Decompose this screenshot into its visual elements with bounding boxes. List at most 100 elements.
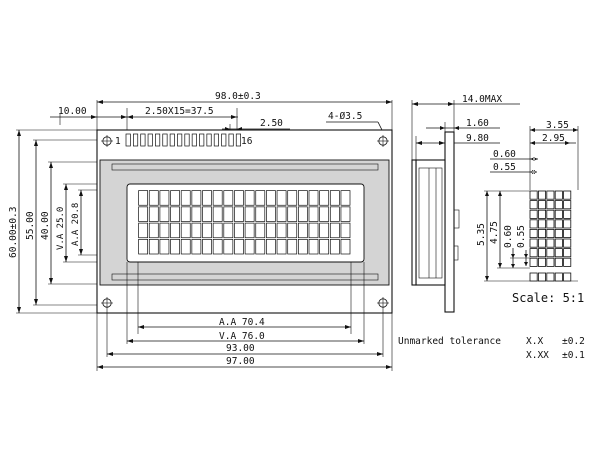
matrix-dot <box>538 190 547 200</box>
connector-pin <box>235 133 242 147</box>
character-detail: 3.55 2.95 0.60 0.55 5.35 4.75 0.60 0.55 <box>476 120 579 282</box>
matrix-dot <box>546 200 555 210</box>
side-bezel <box>415 159 446 286</box>
matrix-dot <box>529 190 538 200</box>
character-cell <box>148 222 159 239</box>
character-cell <box>223 239 234 255</box>
side-view: 14.0MAX 1.60 9.80 <box>411 94 520 313</box>
connector-pin <box>125 133 131 147</box>
matrix-dot <box>554 238 563 248</box>
matrix-dot <box>529 200 538 210</box>
aa-height-label: A.A 20.8 <box>71 203 81 246</box>
matrix-dot <box>554 200 563 210</box>
matrix-dot <box>554 228 563 238</box>
character-cell <box>340 190 351 206</box>
character-cell <box>170 190 180 206</box>
character-cell <box>276 222 287 239</box>
character-cell <box>159 222 170 239</box>
character-cell <box>234 190 244 206</box>
character-cell <box>202 239 212 255</box>
connector-pin <box>184 133 190 147</box>
character-cell <box>244 190 255 206</box>
character-cell <box>266 190 276 206</box>
character-cell <box>212 239 223 255</box>
max-thickness-label: 14.0MAX <box>462 94 502 105</box>
matrix-dot <box>538 209 547 219</box>
character-cell <box>244 222 255 239</box>
connector-pins <box>125 133 242 147</box>
side-pcb <box>444 131 455 313</box>
dot-area-width-label: 2.95 <box>542 133 565 144</box>
character-cell <box>329 222 340 239</box>
character-cell <box>202 222 212 239</box>
matrix-dot <box>538 219 547 229</box>
dot-size-v-label: 0.55 <box>516 225 527 248</box>
character-cell <box>234 222 244 239</box>
matrix-dot <box>546 248 555 258</box>
character-cell <box>191 239 202 255</box>
character-cell <box>212 222 223 239</box>
matrix-dot <box>546 257 555 267</box>
character-cell <box>276 190 287 206</box>
bezel-height-label: 55.00 <box>25 211 36 240</box>
cursor-dot <box>538 272 547 282</box>
character-cell <box>298 222 308 239</box>
character-cell <box>234 206 244 222</box>
matrix-dot <box>563 238 572 248</box>
pin-spacing-label: 2.50 <box>260 118 283 129</box>
matrix-dot <box>529 257 538 267</box>
matrix-dot <box>554 248 563 258</box>
character-cell <box>202 206 212 222</box>
character-cell <box>191 206 202 222</box>
char-height-label: 5.35 <box>476 223 487 246</box>
matrix-dot <box>554 257 563 267</box>
bezel-slot-bottom <box>111 273 379 281</box>
character-cell <box>159 239 170 255</box>
matrix-dot <box>529 228 538 238</box>
tolerance-value-1: ±0.2 <box>562 336 585 347</box>
character-cell <box>319 190 330 206</box>
matrix-dot <box>563 209 572 219</box>
connector-pin <box>133 133 139 147</box>
tolerance-value-2: ±0.1 <box>562 350 585 361</box>
pcb-thickness-label: 1.60 <box>466 118 489 129</box>
hole-spec-label: 4-Ø3.5 <box>328 111 362 122</box>
character-cell <box>244 239 255 255</box>
matrix-dot <box>563 248 572 258</box>
character-cell <box>244 206 255 222</box>
cursor-dot <box>546 272 555 282</box>
connector-pin <box>191 133 197 147</box>
matrix-dot <box>546 238 555 248</box>
tolerance-label: Unmarked tolerance <box>398 336 501 347</box>
character-cell <box>340 222 351 239</box>
character-cell <box>212 206 223 222</box>
character-cell <box>329 190 340 206</box>
side-front-glass <box>411 159 417 286</box>
dot-pitch-label: 0.60 <box>493 149 516 160</box>
character-cell <box>298 206 308 222</box>
matrix-dot <box>554 209 563 219</box>
character-cell <box>287 206 298 222</box>
character-cell <box>329 239 340 255</box>
mounting-holes <box>101 135 389 309</box>
character-cell <box>159 190 170 206</box>
character-cell <box>138 239 149 255</box>
tolerance-format-2: X.XX <box>526 350 549 361</box>
bottom-dimensions: A.A 70.4 V.A 76.0 93.00 97.00 <box>96 262 393 371</box>
character-cell <box>180 190 191 206</box>
side-component <box>453 245 459 261</box>
character-cell <box>308 190 319 206</box>
character-cell <box>202 190 212 206</box>
matrix-dot <box>538 200 547 210</box>
pin-pitch-label: 2.50X15=37.5 <box>145 106 214 117</box>
matrix-dot <box>546 209 555 219</box>
connector-pin <box>140 133 146 147</box>
va-width-label: V.A 76.0 <box>219 331 265 342</box>
character-cell <box>276 206 287 222</box>
character-cell <box>255 190 266 206</box>
character-cell <box>223 206 234 222</box>
aa-width-label: A.A 70.4 <box>219 317 265 328</box>
character-cell <box>148 239 159 255</box>
character-cell <box>266 222 276 239</box>
